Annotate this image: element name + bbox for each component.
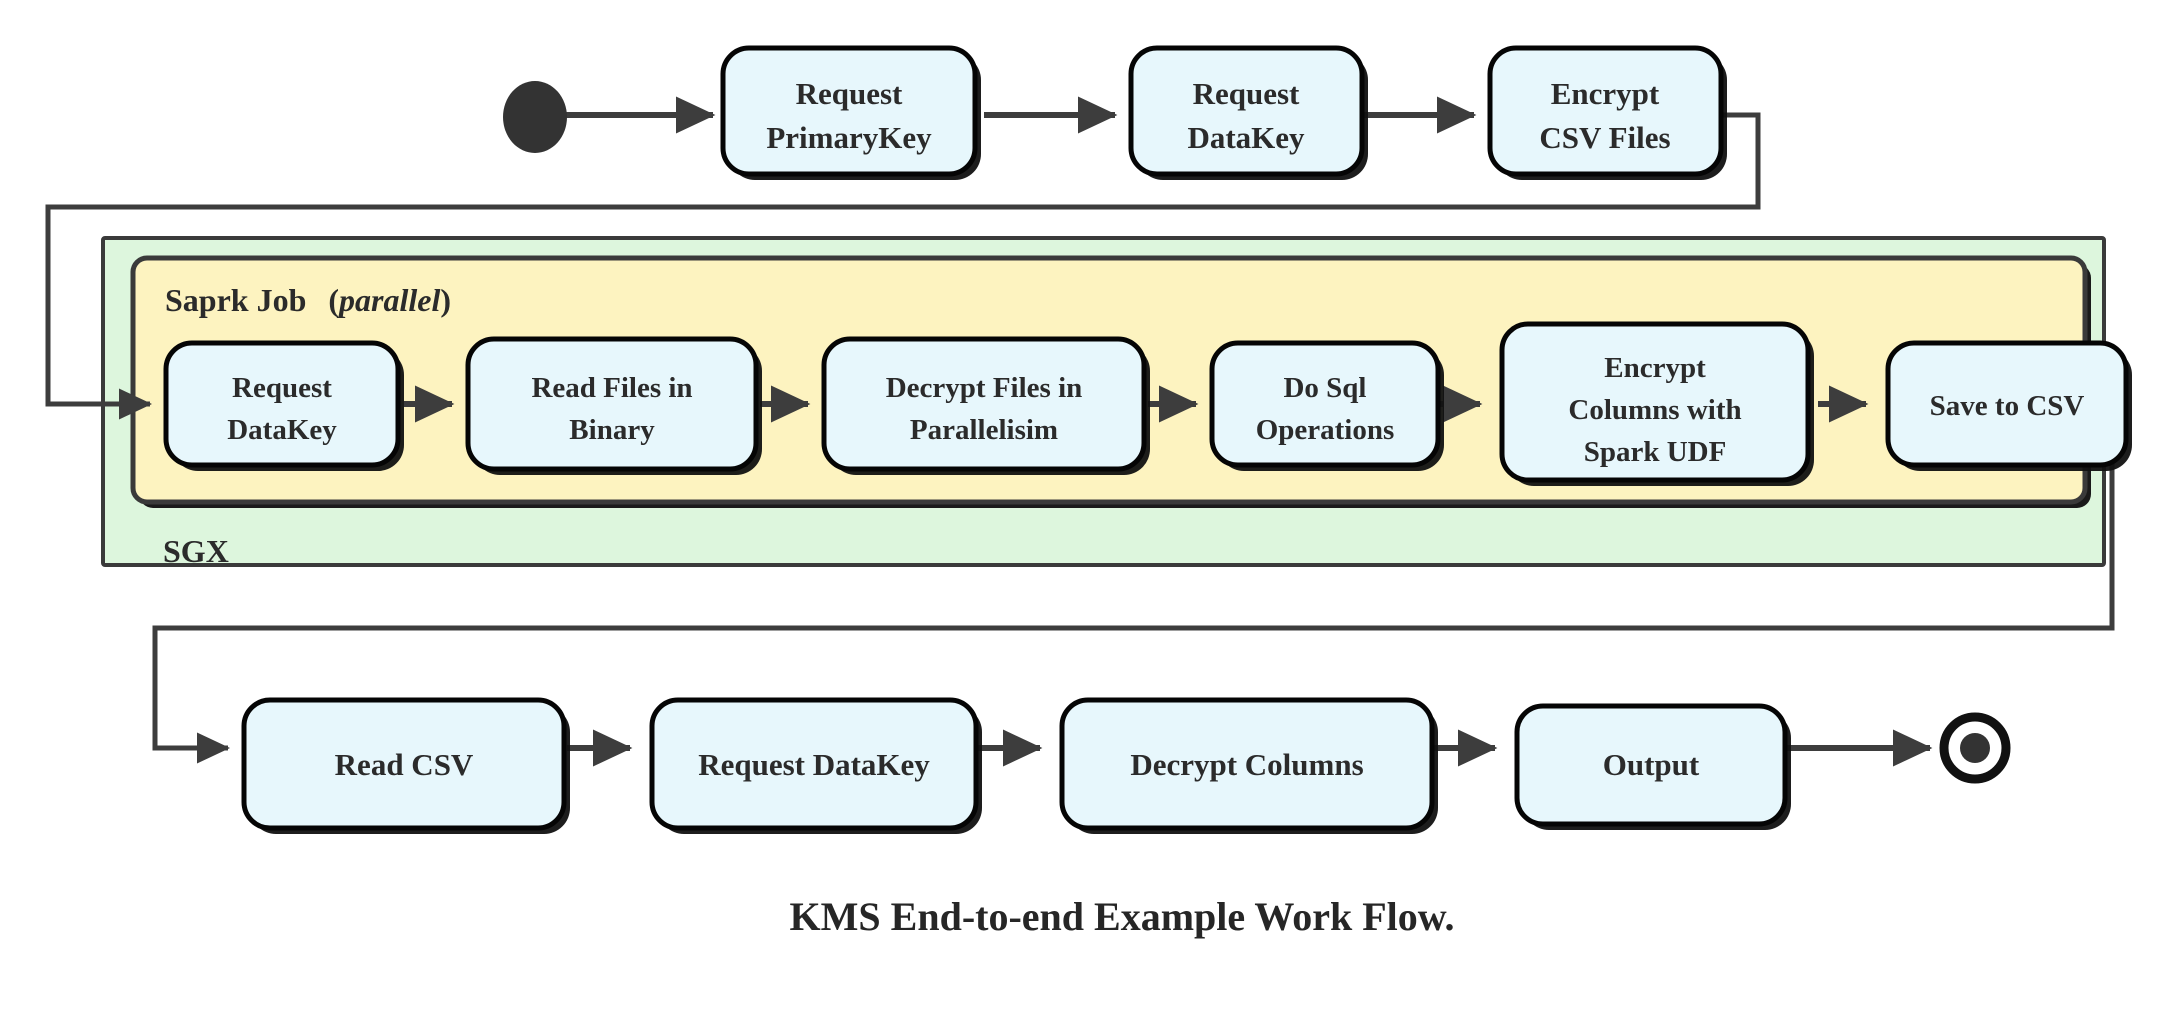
diagram-caption: KMS End-to-end Example Work Flow. [790, 894, 1455, 939]
node-read-csv[interactable]: Read CSV [241, 697, 570, 834]
node-encrypt-csv-files-line-2: CSV Files [1539, 120, 1670, 155]
node-read-csv-line-1: Read CSV [335, 747, 474, 782]
node-save-to-csv[interactable]: Save to CSV [1885, 340, 2132, 471]
start-node [503, 81, 567, 153]
node-decrypt-columns-line-1: Decrypt Columns [1130, 747, 1363, 782]
sgx-label: SGX [163, 533, 229, 569]
node-request-datakey-spark[interactable]: Request DataKey [163, 340, 404, 471]
node-read-files-in-binary-line-2: Binary [569, 414, 655, 446]
spark-job-label-italic: parallel [336, 282, 440, 318]
node-decrypt-files-line-1: Decrypt Files in [886, 372, 1083, 404]
node-decrypt-files-in-parallelisim[interactable]: Decrypt Files in Parallelisim [821, 336, 1150, 475]
end-node [1939, 712, 2011, 784]
edge-encrypt-csv-to-spark-request-datakey [45, 112, 1761, 420]
node-request-datakey-spark-line-1: Request [232, 372, 332, 404]
node-request-datakey-spark-line-2: DataKey [227, 414, 337, 446]
node-encrypt-csv-files[interactable]: Encrypt CSV Files [1487, 45, 1727, 180]
node-request-primarykey-line-1: Request [796, 76, 903, 111]
node-output[interactable]: Output [1514, 703, 1791, 830]
node-save-to-csv-line-1: Save to CSV [1930, 390, 2085, 422]
node-do-sql-operations[interactable]: Do Sql Operations [1209, 340, 1444, 471]
node-encrypt-columns-with-spark-udf[interactable]: Encrypt Columns with Spark UDF [1499, 321, 1814, 486]
spark-job-label-bold: Saprk Job [165, 282, 306, 318]
node-encrypt-columns-line-2: Columns with [1568, 394, 1741, 426]
node-request-datakey-top-line-2: DataKey [1187, 120, 1305, 155]
node-request-datakey-top-line-1: Request [1193, 76, 1300, 111]
node-request-primarykey-line-2: PrimaryKey [766, 120, 932, 155]
node-decrypt-files-line-2: Parallelisim [910, 414, 1058, 446]
node-encrypt-csv-files-line-1: Encrypt [1551, 76, 1660, 111]
node-read-files-in-binary[interactable]: Read Files in Binary [465, 336, 762, 475]
node-output-line-1: Output [1603, 747, 1700, 782]
node-decrypt-columns[interactable]: Decrypt Columns [1059, 697, 1438, 834]
node-encrypt-columns-line-1: Encrypt [1604, 352, 1706, 384]
node-do-sql-line-1: Do Sql [1283, 372, 1366, 404]
spark-job-label: Saprk Job (parallel) [165, 282, 451, 318]
spark-job-label-close: ) [440, 282, 451, 318]
node-read-files-in-binary-line-1: Read Files in [531, 372, 692, 404]
node-do-sql-line-2: Operations [1256, 414, 1395, 446]
node-request-datakey-top[interactable]: Request DataKey [1128, 45, 1368, 180]
spark-job-label-open: ( [328, 282, 339, 318]
node-request-datakey-bottom[interactable]: Request DataKey [649, 697, 982, 834]
node-encrypt-columns-line-3: Spark UDF [1584, 436, 1727, 468]
node-request-primarykey[interactable]: Request PrimaryKey [720, 45, 981, 180]
node-request-datakey-bottom-line-1: Request DataKey [698, 747, 930, 782]
